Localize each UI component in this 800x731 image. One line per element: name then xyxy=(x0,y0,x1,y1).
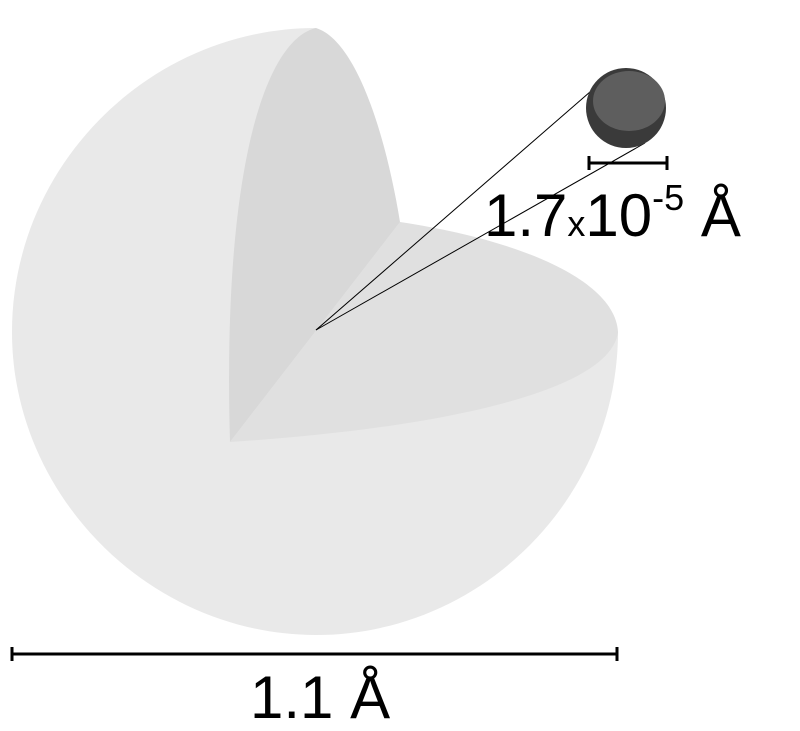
nucleus-diameter-label: 1.7x10-5 Å xyxy=(484,180,741,246)
atom-cut-face-horizontal xyxy=(230,222,618,442)
nucleus-coefficient: 1.7 xyxy=(484,182,568,249)
zoom-line-upper xyxy=(315,84,599,331)
atom-scale-bar xyxy=(10,647,619,661)
atom-diameter-label: 1.1 Å xyxy=(250,664,391,731)
zoom-line-lower xyxy=(315,142,646,331)
nucleus-exponent: -5 xyxy=(652,177,685,218)
nucleus-times-sign: x xyxy=(567,203,586,244)
nucleus-unit: Å xyxy=(700,182,741,249)
atom-cut-face-vertical xyxy=(229,28,400,442)
nucleus-scale-bar xyxy=(587,156,669,170)
nucleus-highlight xyxy=(593,71,665,131)
nucleus-base: 10 xyxy=(585,182,653,249)
